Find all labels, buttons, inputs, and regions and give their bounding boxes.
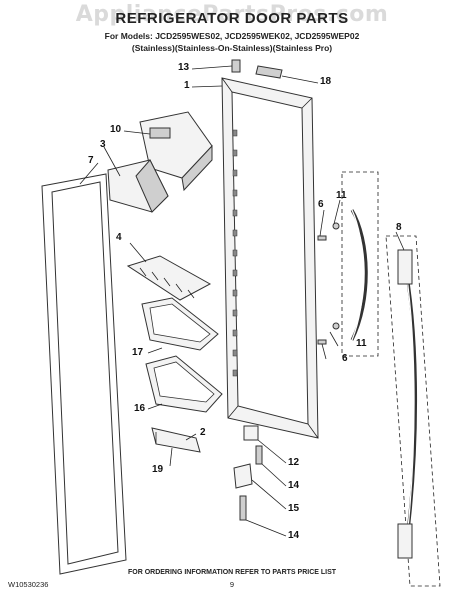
callout-17: 17 (132, 347, 144, 358)
callout-12: 12 (288, 457, 300, 468)
callout-10: 10 (110, 124, 122, 135)
callout-18: 18 (320, 76, 332, 87)
dairy-door-part-3 (107, 159, 169, 213)
callout-11-upper: 11 (336, 190, 347, 201)
callout-15: 15 (288, 503, 300, 514)
callout-2: 2 (200, 427, 206, 438)
door-liner-part-1 (221, 77, 319, 439)
callout-16: 16 (134, 403, 146, 414)
dairy-bin-part-10 (139, 111, 213, 192)
callout-1: 1 (184, 80, 190, 91)
egg-tray-part-4 (126, 255, 212, 301)
leader-lines (79, 65, 405, 537)
callout-6-upper: 6 (318, 199, 324, 210)
callout-19: 19 (152, 464, 164, 475)
callout-14-upper: 14 (288, 480, 300, 491)
document-number: W10530236 (8, 580, 49, 589)
callout-3: 3 (100, 139, 106, 150)
models-line-1: For Models: JCD2595WES02, JCD2595WEK02, … (104, 31, 360, 41)
callout-13: 13 (178, 62, 190, 73)
ordering-note: FOR ORDERING INFORMATION REFER TO PARTS … (127, 569, 337, 576)
door-gasket-part-7 (41, 173, 127, 575)
handle-trim-part-8 (385, 235, 441, 587)
door-bin-part-17 (141, 297, 219, 351)
page-title: REFRIGERATOR DOOR PARTS (115, 10, 349, 27)
model-list: For Models: JCD2595WES02, JCD2595WEK02, … (0, 30, 464, 54)
page-number: 9 (229, 580, 235, 589)
callout-8: 8 (396, 222, 402, 233)
callout-4: 4 (116, 232, 122, 243)
lower-hinge-parts (233, 425, 263, 521)
callout-7: 7 (88, 155, 94, 166)
callout-11-lower: 11 (356, 338, 367, 349)
models-line-2: (Stainless)(Stainless-On-Stainless)(Stai… (131, 43, 333, 53)
callout-14-lower: 14 (288, 530, 300, 541)
hinge-parts-13-18 (231, 59, 283, 79)
handle-part (317, 171, 379, 357)
lower-trim-part-2 (151, 427, 201, 453)
door-bin-part-16 (145, 355, 223, 413)
watermark: AppliancePartsPros.com (75, 2, 389, 27)
callout-6-lower: 6 (342, 353, 348, 364)
